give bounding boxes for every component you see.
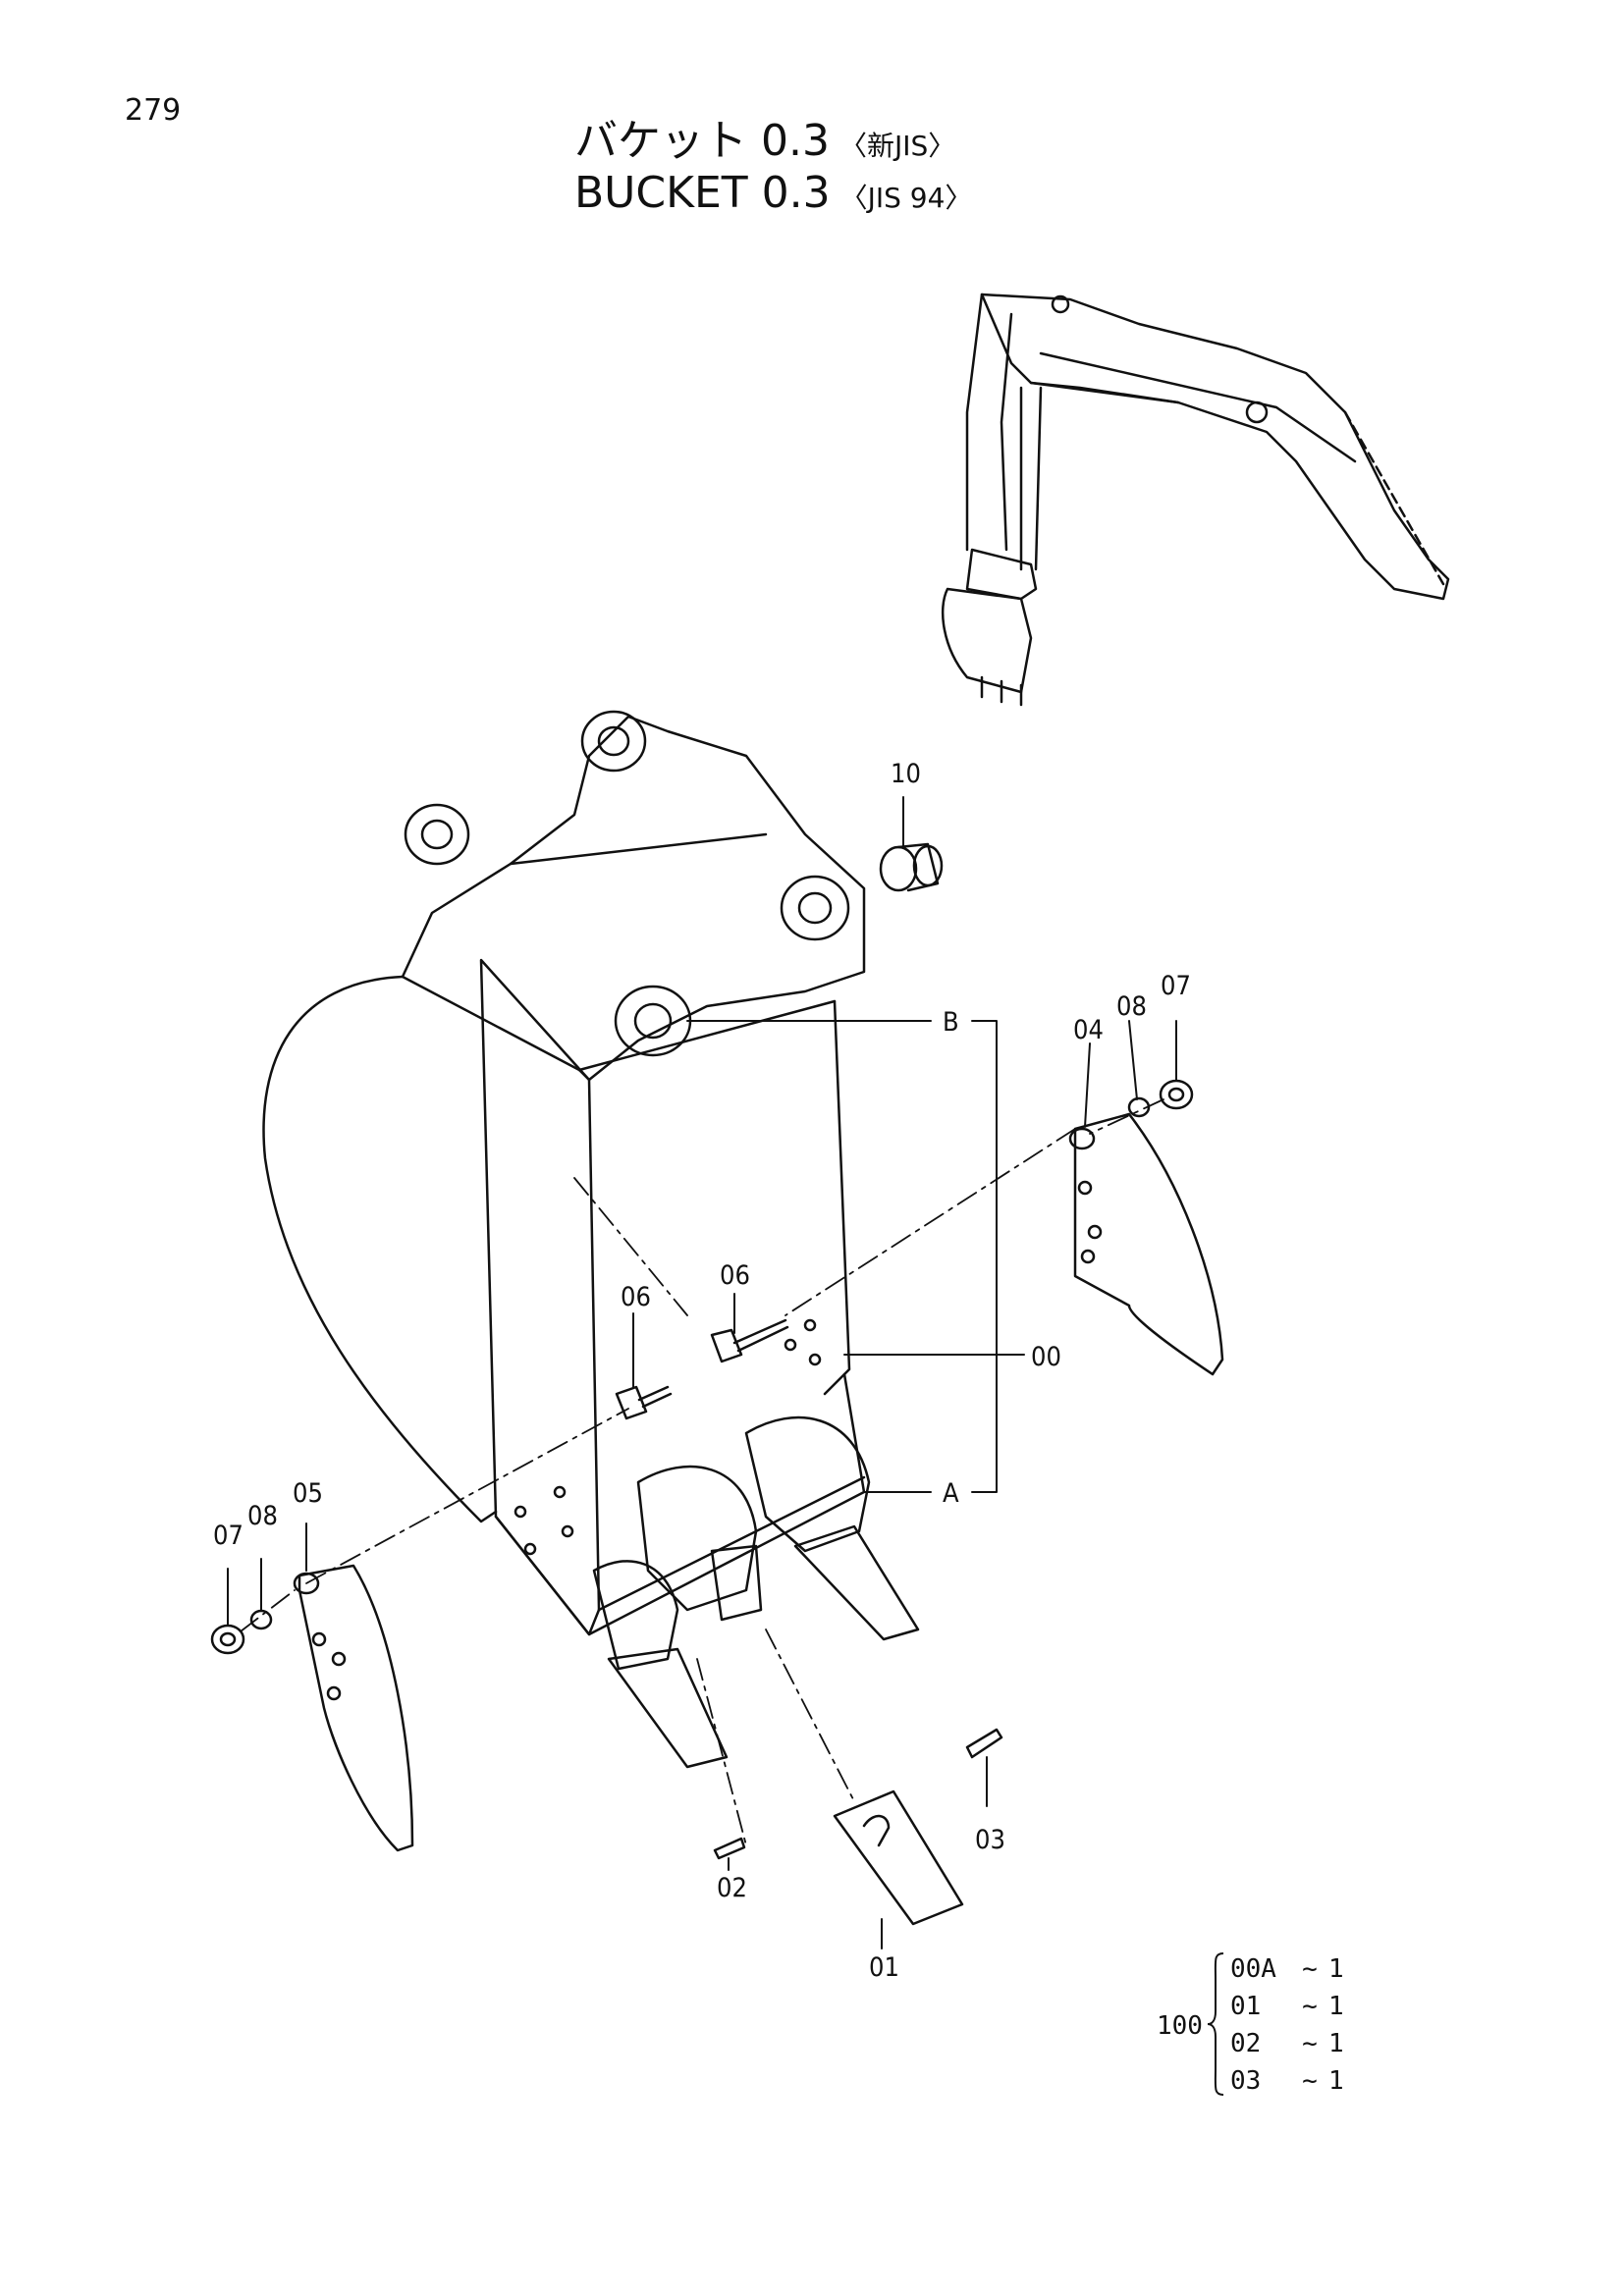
bolt-06-left xyxy=(615,1385,673,1420)
title-en: BUCKET 0.3〈JIS 94〉 xyxy=(574,168,972,220)
assembly-rows: 00A~1 01~1 02~1 03~1 xyxy=(1230,1950,1344,2100)
side-cutter-right xyxy=(1068,1112,1224,1376)
callout-00: 00 xyxy=(1031,1342,1061,1372)
row-qty: 1 xyxy=(1328,2029,1344,2058)
assembly-row: 03~1 xyxy=(1230,2062,1344,2100)
nut-07-right xyxy=(1159,1079,1194,1110)
callout-03: 03 xyxy=(975,1825,1005,1855)
pin-boss-right xyxy=(780,875,850,941)
washer-08-right xyxy=(1127,1096,1151,1118)
callout-10: 10 xyxy=(891,759,921,789)
pin-boss-left xyxy=(404,803,470,866)
title-en-text: BUCKET 0.3 xyxy=(574,167,831,218)
row-qty: 1 xyxy=(1328,2066,1344,2096)
row-qty: 1 xyxy=(1328,1992,1344,2021)
callout-B: B xyxy=(943,1007,959,1038)
side-cutter-left xyxy=(293,1564,414,1852)
assembly-row: 00A~1 xyxy=(1230,1950,1344,1988)
callout-01: 01 xyxy=(869,1952,899,1983)
bolt-06-upper xyxy=(710,1318,789,1363)
callout-07-right: 07 xyxy=(1161,971,1191,1001)
row-part: 02 xyxy=(1230,2029,1262,2058)
assembly-row: 01~1 xyxy=(1230,1988,1344,2025)
callout-02: 02 xyxy=(717,1873,747,1903)
callout-07-left: 07 xyxy=(213,1521,243,1551)
title-jp: バケット 0.3 〈新JIS〉 xyxy=(574,116,972,168)
callout-labels: 10 08 07 04 B 06 06 00 A 07 08 05 03 02 … xyxy=(213,759,1191,1983)
assembly-number: 100 xyxy=(1157,2011,1203,2041)
callout-06-left: 06 xyxy=(621,1282,651,1312)
assembly-guide-lines xyxy=(240,1098,1164,1846)
brace-icon xyxy=(1207,1952,1224,2096)
page-number: 279 xyxy=(125,93,182,128)
callout-08-left: 08 xyxy=(247,1501,278,1531)
row-part: 00A xyxy=(1230,1954,1276,1984)
title-jp-text: バケット 0.3 xyxy=(574,116,830,166)
pin-boss-top xyxy=(580,710,647,773)
row-qty: 1 xyxy=(1328,1954,1344,1984)
bushing-10 xyxy=(879,842,944,892)
tooth-point-01 xyxy=(833,1789,964,1926)
callout-A: A xyxy=(943,1478,959,1509)
title-jp-standard: 〈新JIS〉 xyxy=(839,130,956,162)
pin-03 xyxy=(965,1728,1003,1759)
row-part: 01 xyxy=(1230,1992,1262,2021)
title-en-standard: 〈JIS 94〉 xyxy=(839,181,973,214)
callout-05: 05 xyxy=(293,1478,323,1509)
title-block: バケット 0.3 〈新JIS〉 BUCKET 0.3〈JIS 94〉 xyxy=(574,116,972,220)
nut-07-left xyxy=(210,1624,245,1655)
assembly-row: 02~1 xyxy=(1230,2025,1344,2062)
washer-08-left xyxy=(249,1609,273,1630)
callout-08-right: 08 xyxy=(1116,991,1147,1022)
excavator-arm-illustration xyxy=(942,293,1450,707)
callout-06-upper: 06 xyxy=(720,1260,750,1291)
leader-lines xyxy=(227,796,1177,1949)
bucket-body xyxy=(262,710,920,1769)
row-part: 03 xyxy=(1230,2066,1262,2096)
lock-02 xyxy=(713,1837,746,1860)
callout-04: 04 xyxy=(1073,1015,1104,1045)
